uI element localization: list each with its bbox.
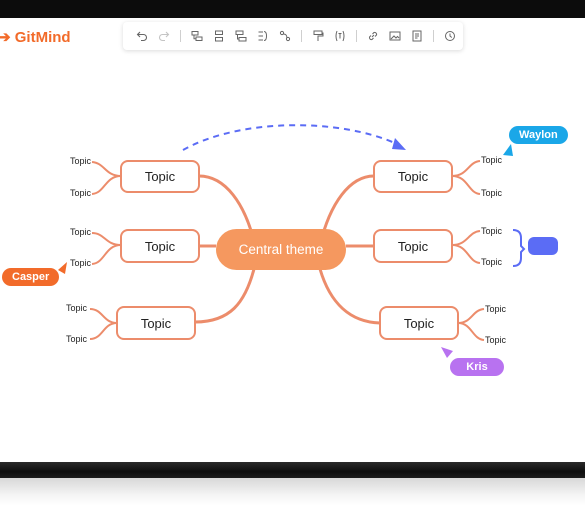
add-sibling-topic-icon[interactable] [208, 25, 230, 47]
subtopic-text[interactable]: Topic [66, 334, 88, 344]
topic-node-right-top[interactable] [373, 160, 453, 193]
sub-line [451, 230, 481, 246]
add-subtopic-icon[interactable] [186, 25, 208, 47]
subtopic-text[interactable]: Topic [481, 188, 503, 198]
sub-line [89, 308, 118, 324]
sub-line [451, 175, 481, 195]
collaborator-label-waylon: Waylon [509, 126, 568, 144]
branch-line [194, 268, 256, 324]
sub-line [457, 322, 485, 341]
right-topics: Topic Topic Topic [373, 160, 459, 340]
topic-node-left-middle[interactable] [120, 229, 200, 263]
sub-line [91, 161, 122, 177]
topic-text: Topic [404, 316, 435, 331]
topic-text: Topic [145, 169, 176, 184]
subtopic-text[interactable]: Topic [481, 226, 503, 236]
summary-node[interactable] [528, 237, 558, 255]
note-icon[interactable] [406, 25, 428, 47]
subtopic-text[interactable]: Topic [66, 303, 88, 313]
topic-text: Topic [398, 169, 429, 184]
link-icon[interactable] [362, 25, 384, 47]
sub-line [91, 244, 122, 265]
central-topic-node[interactable] [216, 229, 346, 270]
subtopic-text[interactable]: Topic [70, 227, 92, 237]
subtopic-text[interactable]: Topic [70, 188, 92, 198]
sub-line [457, 308, 485, 324]
toolbar-divider [433, 30, 434, 42]
summary-brace [512, 229, 526, 267]
relationship-line [182, 124, 406, 151]
sub-line [91, 175, 122, 195]
summary-icon[interactable] [252, 25, 274, 47]
topic-text: Topic [141, 316, 172, 331]
subtopic-text[interactable]: Topic [481, 257, 503, 267]
image-icon[interactable] [384, 25, 406, 47]
toolbar-divider [356, 30, 357, 42]
casper-cursor-icon [58, 262, 67, 274]
editing-toolbar [123, 22, 463, 50]
sub-line [91, 232, 122, 246]
sub-line [451, 244, 481, 264]
topic-text: Topic [398, 239, 429, 254]
subtopic-text[interactable]: Topic [70, 258, 92, 268]
mindmap-canvas: Topic Topic Topic Topic Topic Topic Cent… [58, 124, 558, 358]
kris-cursor-icon [441, 347, 453, 358]
topic-node-left-bottom[interactable] [116, 306, 196, 340]
topic-node-right-bottom[interactable] [379, 306, 459, 340]
subtopic-text[interactable]: Topic [70, 156, 92, 166]
branch-line [318, 268, 381, 325]
format-painter-icon[interactable] [307, 25, 329, 47]
toolbar-divider [180, 30, 181, 42]
waylon-cursor-icon [503, 144, 513, 156]
subtopic-text[interactable]: Topic [481, 155, 503, 165]
formula-icon[interactable] [329, 25, 351, 47]
redo-icon[interactable] [153, 25, 175, 47]
topic-node-right-middle[interactable] [373, 229, 453, 263]
app-name: GitMind [14, 29, 71, 46]
subtopic-text[interactable]: Topic [485, 335, 507, 345]
subtopic-text[interactable]: Topic [485, 304, 507, 314]
editor-screen: ➔ GitMind [0, 18, 585, 462]
sub-line [451, 160, 481, 177]
sub-line [89, 322, 118, 340]
time-icon[interactable] [439, 25, 461, 47]
laptop-top-bezel [0, 0, 585, 18]
add-parent-topic-icon[interactable] [230, 25, 252, 47]
topic-text: Topic [145, 239, 176, 254]
app-logo: ➔ GitMind [0, 28, 71, 46]
laptop-base [0, 478, 585, 506]
topic-node-left-top[interactable] [120, 160, 200, 193]
relationship-icon[interactable] [274, 25, 296, 47]
subtopic-labels: Topic Topic Topic Topic Topic Topic Topi… [66, 155, 507, 345]
left-topics: Topic Topic Topic [116, 160, 200, 340]
laptop-bottom-bezel [0, 462, 585, 478]
undo-icon[interactable] [131, 25, 153, 47]
central-topic-text: Central theme [239, 242, 324, 257]
toolbar-divider [301, 30, 302, 42]
logo-arrow-icon: ➔ [0, 29, 11, 46]
collaborator-label-kris: Kris [450, 358, 504, 376]
collaborator-label-casper: Casper [2, 268, 60, 286]
